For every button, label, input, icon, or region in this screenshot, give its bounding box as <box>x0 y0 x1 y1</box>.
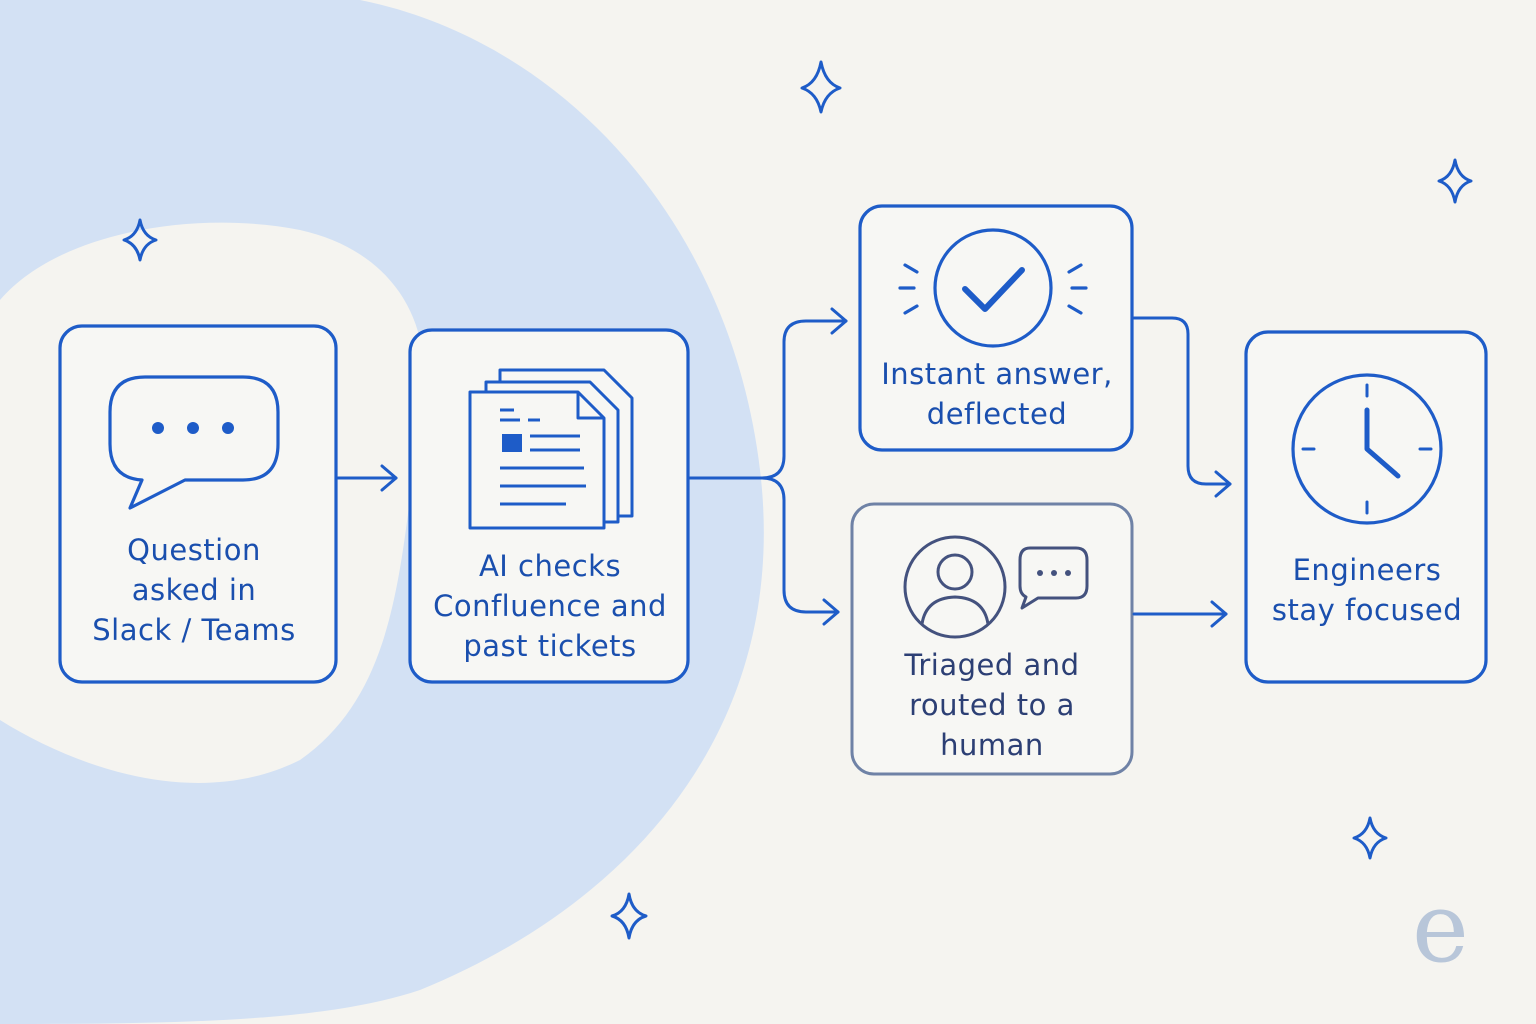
focused-label: Engineers stay focused <box>1271 553 1463 627</box>
clock-icon <box>1291 373 1443 525</box>
instant-answer-label: Instant answer, deflected <box>881 357 1113 431</box>
triaged-label: Triaged and routed to a human <box>904 648 1080 762</box>
arrow-connector <box>336 464 398 492</box>
question-label: Question asked in Slack / Teams <box>92 533 296 647</box>
triaged-node <box>850 502 1134 776</box>
branch-connector <box>688 307 848 626</box>
merge-connector <box>1132 316 1232 628</box>
instant-answer-node <box>858 204 1134 452</box>
question-node <box>58 324 338 684</box>
sparkle-icon <box>1352 816 1388 860</box>
sparkle-icon <box>610 892 648 940</box>
documents-icon <box>468 368 634 530</box>
sparkle-icon <box>800 60 842 114</box>
person-chat-icon <box>903 535 1089 639</box>
sparkle-icon <box>122 218 158 262</box>
ai-check-label: AI checks Confluence and past tickets <box>433 549 667 663</box>
chat-bubble-icon <box>108 375 280 510</box>
brand-logo: e <box>1412 872 1469 984</box>
checkmark-circle-icon <box>898 228 1088 348</box>
sparkle-icon <box>1437 158 1473 204</box>
